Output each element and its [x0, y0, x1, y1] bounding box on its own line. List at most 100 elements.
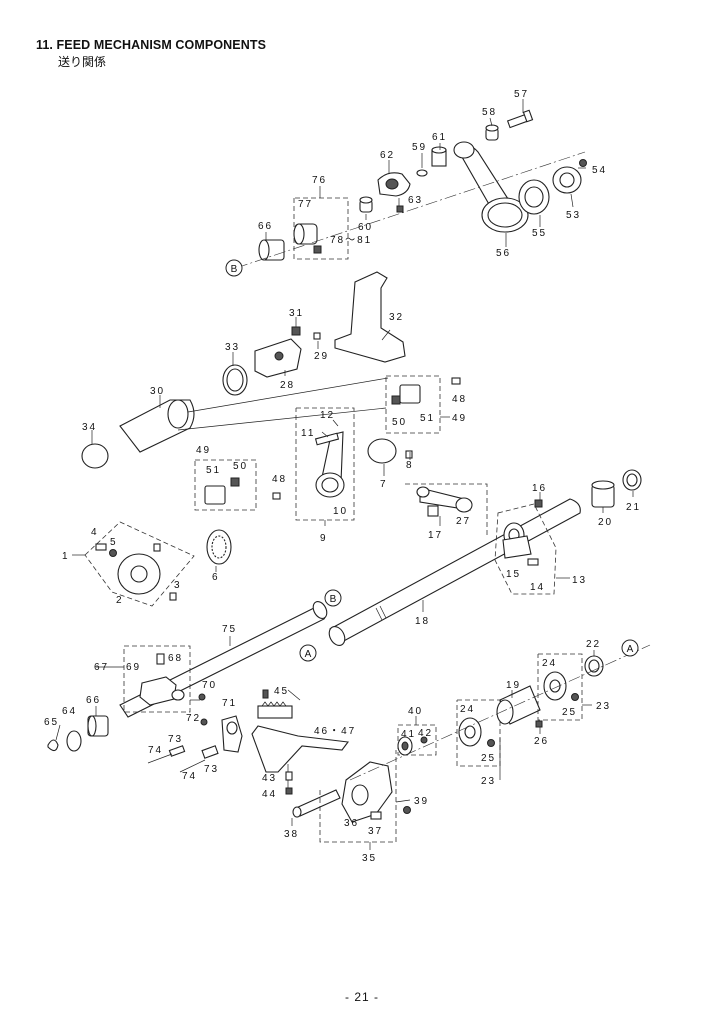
label-part-65a: 66 [258, 221, 273, 232]
label-part-4: 4 [91, 527, 99, 538]
screw-29 [313, 332, 321, 340]
svg-text:A: A [305, 649, 312, 660]
bushing-59 [359, 196, 373, 213]
label-part-42: 42 [418, 728, 433, 739]
label-part-18: 18 [415, 616, 430, 627]
collar-52 [552, 166, 582, 194]
bushing-76 [293, 223, 318, 245]
screw-16 [534, 499, 543, 508]
cam-2 [117, 553, 161, 595]
callout-A-left: A [299, 644, 317, 662]
label-part-51b: 51 [206, 465, 221, 476]
label-part-75: 76 [312, 175, 327, 186]
label-part-53: 54 [592, 165, 607, 176]
label-part-23b: 23 [481, 776, 496, 787]
screw-37 [370, 811, 382, 820]
label-part-8: 8 [406, 460, 414, 471]
label-part-39: 39 [414, 796, 429, 807]
label-part-49b: 49 [196, 445, 211, 456]
label-part-52: 53 [566, 210, 581, 221]
shaft-38 [295, 789, 341, 817]
callout-A-right: A [621, 639, 639, 657]
screw-45 [262, 689, 269, 699]
sleeve-20 [591, 480, 615, 508]
label-part-31: 31 [289, 308, 304, 319]
screw-26 [535, 720, 543, 728]
frame-36 [341, 761, 393, 823]
feed-bar-46 [251, 725, 350, 773]
label-part-29: 29 [314, 351, 329, 362]
screw-3a [153, 543, 161, 552]
link-27 [416, 486, 473, 513]
gear-6 [206, 529, 232, 565]
label-part-54: 55 [532, 228, 547, 239]
screw-43 [285, 771, 293, 781]
bushing-41 [397, 736, 413, 756]
screw-42 [420, 736, 428, 744]
bracket-15 [502, 522, 532, 559]
pin-72a [168, 745, 186, 757]
label-part-71: 72 [186, 713, 201, 724]
label-part-25a: 25 [562, 707, 577, 718]
shaft-18 [328, 498, 581, 646]
label-part-30: 30 [150, 386, 165, 397]
bushing-57 [485, 124, 499, 141]
label-part-59: 60 [358, 222, 373, 233]
label-part-72a: 73 [168, 734, 183, 745]
label-part-64: 65 [44, 717, 59, 728]
page-title: 11. FEED MECHANISM COMPONENTS [36, 38, 267, 52]
bolt-56 [506, 109, 534, 129]
label-part-69: 70 [202, 680, 217, 691]
label-part-15: 15 [506, 569, 521, 580]
label-part-49a: 49 [452, 413, 467, 424]
label-part-45: 45 [274, 686, 289, 697]
screw-31 [291, 326, 301, 336]
cap-34 [81, 443, 109, 469]
label-part-25b: 25 [481, 753, 496, 764]
label-part-72b: 73 [204, 764, 219, 775]
label-part-21: 21 [626, 502, 641, 513]
label-part-36: 36 [344, 818, 359, 829]
page-number: - 21 - [344, 990, 379, 1004]
top-assembly [235, 109, 587, 269]
screw-25-right [571, 693, 579, 701]
washer-63 [66, 730, 82, 752]
label-part-19: 19 [506, 680, 521, 691]
label-part-48a: 48 [452, 394, 467, 405]
block-68 [139, 676, 185, 706]
bushing-60 [431, 146, 447, 167]
label-part-67: 68 [168, 653, 183, 664]
label-part-77: 78～81 [330, 235, 372, 246]
connecting-rod-55 [453, 141, 529, 233]
screw-25-left [487, 739, 495, 747]
collar-24-right [543, 671, 567, 701]
leader-lines [55, 99, 634, 850]
label-part-3: 3 [174, 580, 182, 591]
label-part-17: 17 [428, 530, 443, 541]
svg-text:B: B [231, 264, 238, 275]
label-part-44: 44 [262, 789, 277, 800]
svg-text:A: A [627, 644, 634, 655]
rocker-arm-10 [314, 431, 345, 498]
label-part-76: 77 [298, 199, 313, 210]
label-part-48b: 48 [272, 474, 287, 485]
rod-73a [147, 753, 173, 764]
screw-5 [109, 549, 117, 557]
label-part-22: 22 [586, 639, 601, 650]
cam-54 [518, 179, 550, 215]
label-part-11: 11 [301, 428, 315, 439]
sleeve-65-bottom [87, 715, 109, 737]
block-51-right [391, 384, 421, 405]
label-part-14: 14 [530, 582, 545, 593]
pin-17 [427, 505, 439, 517]
feed-dog-78 [257, 701, 293, 719]
label-part-73a: 74 [148, 745, 163, 756]
screw-71 [200, 718, 208, 726]
label-part-20: 20 [598, 517, 613, 528]
label-part-66: 67 [94, 662, 109, 673]
label-part-57: 58 [482, 107, 497, 118]
lower-left-assembly [47, 601, 328, 773]
screw-53 [579, 159, 587, 167]
sleeve-65-top [258, 239, 285, 261]
